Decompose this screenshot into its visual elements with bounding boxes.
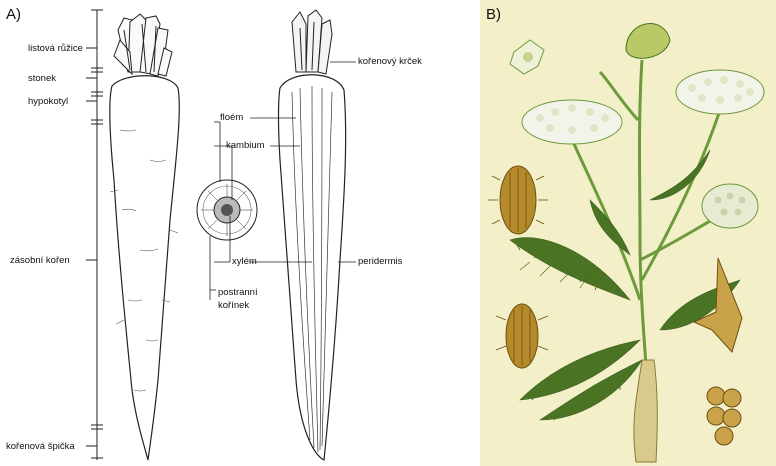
panel-b-plant-illustration: B) bbox=[480, 0, 776, 466]
label-periderm: peridermis bbox=[358, 256, 402, 267]
label-xylem: xylém bbox=[232, 256, 257, 267]
label-cambium: kambium bbox=[226, 140, 265, 151]
label-root-collar: kořenový krček bbox=[358, 56, 422, 67]
label-phloem: floém bbox=[220, 112, 243, 123]
label-hypocotyl: hypokotyl bbox=[28, 96, 68, 107]
taproot bbox=[634, 360, 657, 462]
root-anatomy-drawing bbox=[0, 0, 478, 466]
left-carrot-leaves bbox=[114, 14, 172, 76]
label-root-tip: kořenová špička bbox=[6, 441, 75, 452]
leaves bbox=[510, 150, 740, 420]
umbels bbox=[510, 24, 764, 228]
left-carrot-body bbox=[110, 76, 179, 460]
cross-section bbox=[197, 180, 257, 240]
label-storage-root: zásobní kořen bbox=[10, 255, 70, 266]
label-stem: stonek bbox=[28, 73, 56, 84]
panel-a-root-anatomy: A) bbox=[0, 0, 478, 466]
scale-bar bbox=[86, 10, 103, 460]
label-lateral: postranní bbox=[218, 287, 258, 298]
plant-illustration bbox=[480, 0, 776, 466]
right-carrot-leaves bbox=[292, 10, 332, 74]
label-rootlet: kořínek bbox=[218, 300, 249, 311]
label-leaf-rosette: listová růžice bbox=[28, 43, 83, 54]
